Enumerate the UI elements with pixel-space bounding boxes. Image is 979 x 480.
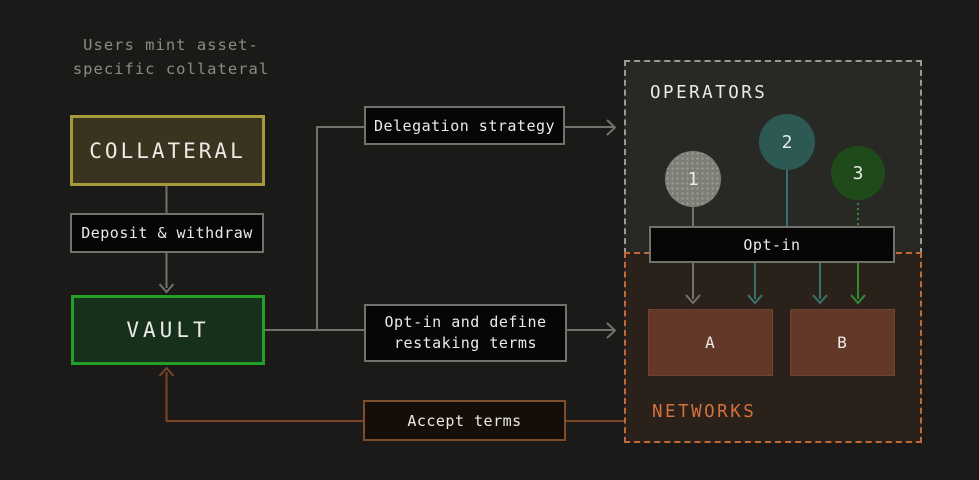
deposit-withdraw-label: Deposit & withdraw (81, 224, 253, 242)
users-mint-annotation: Users mint asset- specific collateral (38, 33, 304, 81)
accept-terms-label: Accept terms (407, 411, 522, 430)
arrowhead-into-vault-top (158, 283, 175, 294)
operator-circle-2: 2 (759, 114, 815, 170)
collateral-label: COLLATERAL (89, 138, 246, 163)
arrowhead-into-operators (606, 119, 617, 136)
network-a-label: A (705, 333, 716, 352)
network-node-a: A (648, 309, 773, 376)
connector-accept-to-vault (165, 372, 363, 422)
opt-in-label: Opt-in (743, 235, 801, 254)
annotation-line-2: specific collateral (72, 60, 270, 79)
vault-node: VAULT (71, 295, 265, 365)
optin-define-line-2: restaking terms (394, 334, 537, 352)
operator-circle-1: 1 (665, 151, 721, 207)
connector-vault-branch-to-delegation (316, 126, 364, 330)
operators-title: OPERATORS (650, 83, 768, 103)
arrowhead-into-vault-bottom (158, 366, 175, 377)
collateral-node: COLLATERAL (70, 115, 265, 186)
operator-2-label: 2 (781, 131, 793, 153)
operator-1-label: 1 (687, 168, 699, 190)
optin-define-node: Opt-in and define restaking terms (364, 304, 567, 362)
optin-define-line-1: Opt-in and define (384, 313, 547, 331)
annotation-line-1: Users mint asset- (83, 36, 259, 54)
networks-title: NETWORKS (652, 402, 757, 422)
delegation-strategy-node: Delegation strategy (364, 106, 565, 145)
operator-circle-3: 3 (831, 146, 885, 200)
operator-3-label: 3 (852, 162, 864, 184)
deposit-withdraw-node: Deposit & withdraw (70, 213, 264, 253)
network-b-label: B (837, 333, 848, 352)
opt-in-bar: Opt-in (649, 226, 895, 263)
accept-terms-node: Accept terms (363, 400, 566, 441)
vault-label: VAULT (126, 318, 210, 342)
arrowhead-into-networks (606, 322, 617, 339)
delegation-strategy-label: Delegation strategy (373, 116, 556, 135)
network-node-b: B (790, 309, 895, 376)
